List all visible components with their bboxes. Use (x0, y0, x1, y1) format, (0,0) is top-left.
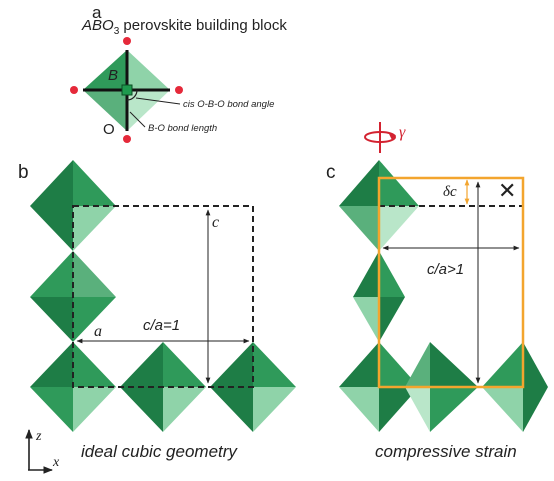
a-label: a (94, 323, 102, 340)
rotation-arrow (364, 122, 396, 153)
o-label: O (103, 121, 115, 138)
bond-length-label: B-O bond length (148, 123, 217, 134)
panel-c: c γ (326, 122, 548, 461)
title-subscript: 3 (114, 26, 120, 37)
delta-c-text: δc (443, 184, 457, 200)
ratio-label: c/a>1 (427, 261, 464, 278)
octahedron (30, 251, 116, 342)
oxygen-atom (70, 86, 78, 94)
octahedron (30, 160, 116, 251)
title-text: perovskite building block (119, 17, 287, 34)
oxygen-atom (123, 37, 131, 45)
strained-cell-box (377, 176, 525, 389)
x-axis-label: x (52, 455, 60, 470)
cross-mark: ✕ (498, 178, 516, 203)
octahedron (405, 342, 478, 432)
panel-b-caption: ideal cubic geometry (81, 442, 238, 461)
panel-c-letter: c (326, 162, 336, 183)
octahedron (353, 251, 405, 342)
oxygen-atom (123, 135, 131, 143)
panel-b-letter: b (18, 162, 29, 183)
panel-c-caption: compressive strain (375, 442, 517, 461)
octahedron (120, 342, 206, 432)
octahedron (30, 342, 116, 432)
title-formula: ABO (81, 17, 114, 34)
panel-a: a ABO3 perovskite building block B O cis… (70, 3, 287, 143)
octahedron (339, 342, 419, 432)
ratio-label: c/a=1 (143, 317, 180, 334)
b-label: B (108, 67, 118, 84)
oxygen-atom (175, 86, 183, 94)
delta-c-label: δc (443, 184, 457, 200)
panel-a-title: ABO3 perovskite building block (81, 17, 287, 37)
octahedron (339, 160, 419, 251)
octahedron-block (70, 37, 183, 143)
bond-angle-label: cis O-B-O bond angle (183, 99, 274, 110)
octahedron (210, 342, 296, 432)
gamma-label: γ (399, 124, 406, 141)
c-label: c (212, 214, 219, 231)
panel-b: b (18, 160, 296, 474)
panel-a-letter: a (92, 3, 102, 22)
z-axis-label: z (35, 429, 42, 444)
octahedron (482, 342, 548, 432)
unit-cell-box (72, 205, 254, 388)
b-site-cation (121, 84, 133, 96)
